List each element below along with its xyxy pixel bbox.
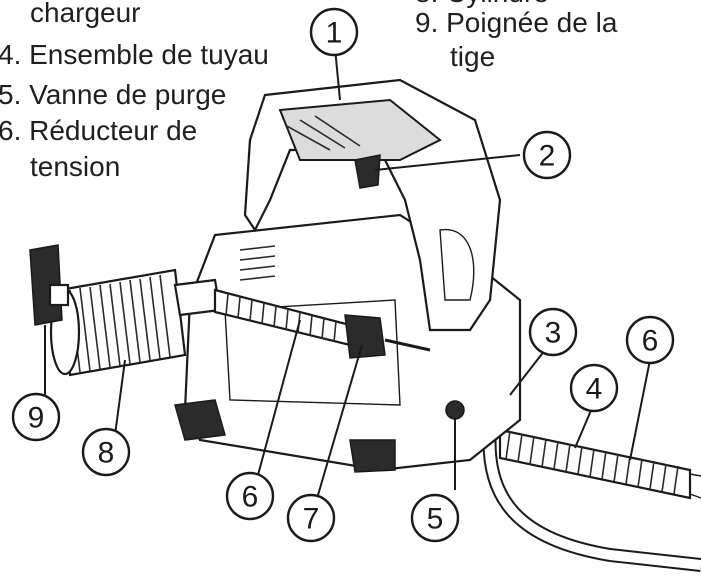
leader-2	[374, 154, 521, 171]
legend-item-5: 5. Vanne de purge	[0, 79, 227, 110]
legend-charger-line: chargeur	[30, 0, 141, 28]
leader-6-right	[629, 359, 651, 461]
callout-6-right-label: 6	[642, 325, 659, 358]
callout-4-label: 4	[586, 373, 603, 406]
cylinder	[49, 268, 187, 377]
callout-2-label: 2	[539, 140, 556, 173]
callout-9-label: 9	[28, 402, 45, 435]
callout-5-label: 5	[427, 503, 444, 536]
callout-1: 1	[309, 7, 359, 57]
vent-slots	[239, 245, 276, 281]
center-spring	[173, 278, 431, 359]
callout-1-label: 1	[326, 17, 343, 50]
callout-8-label: 8	[98, 437, 115, 470]
legend-item-9-line1: 9. Poignée de la	[415, 7, 618, 38]
callout-3: 3	[528, 307, 578, 357]
legend-item-6-line2: tension	[30, 151, 121, 182]
legend-item-6-line1: 6. Réducteur de	[0, 115, 198, 146]
callout-7: 7	[286, 493, 336, 543]
bleed-valve	[445, 400, 465, 420]
rod-handle	[29, 244, 70, 326]
leader-1	[334, 47, 341, 101]
callout-3-label: 3	[545, 317, 562, 350]
legend-item-4: 4. Ensemble de tuyau	[0, 39, 269, 70]
callout-5: 5	[410, 493, 460, 543]
leader-6-center	[257, 319, 301, 476]
hose-spring-right	[498, 428, 701, 500]
legend-item-8: 8. Cylindre	[415, 0, 549, 8]
callout-2: 2	[522, 130, 572, 180]
handle	[243, 78, 502, 332]
leader-7	[317, 344, 363, 496]
callout-4: 4	[569, 363, 619, 413]
leader-3	[509, 349, 546, 396]
legend-item-9-line2: tige	[450, 41, 496, 72]
callout-8: 8	[81, 427, 131, 477]
callout-6-center-label: 6	[242, 481, 259, 514]
callout-6-right: 6	[625, 315, 675, 365]
callout-7-label: 7	[303, 503, 320, 536]
leader-4	[574, 407, 593, 449]
callout-6-center: 6	[225, 471, 275, 521]
callout-9: 9	[11, 392, 61, 442]
leader-8	[114, 359, 126, 436]
